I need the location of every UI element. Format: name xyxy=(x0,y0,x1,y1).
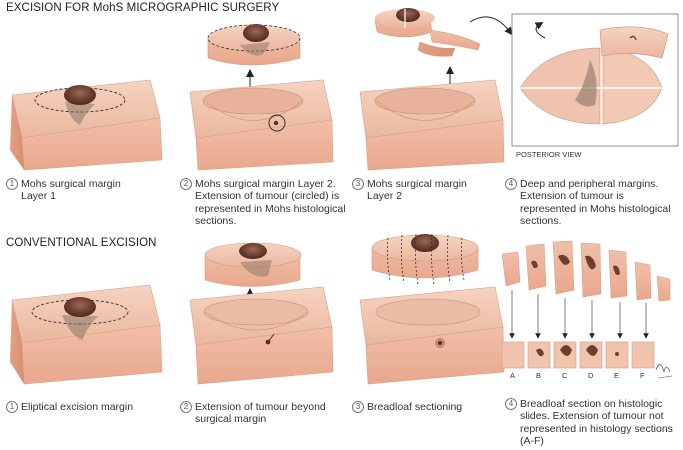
conventional-step1-block xyxy=(10,284,163,385)
artist-signature xyxy=(655,364,673,379)
mohs-step2 xyxy=(189,24,334,171)
mohs-step4-caption: 4 Deep and peripheral margins. Extension… xyxy=(505,178,677,228)
conventional-step4-caption: 4 Breadloaf section on histologic slides… xyxy=(505,398,677,448)
conventional-step3 xyxy=(359,233,505,385)
posterior-view-panel xyxy=(511,13,679,147)
mohs-step1-caption: 1 Mohs surgical margin Layer 1 xyxy=(6,178,126,203)
step-number: 4 xyxy=(505,178,517,190)
step-number: 1 xyxy=(6,401,18,413)
mohs-step3 xyxy=(359,8,513,171)
slide-label-c: C xyxy=(562,371,568,380)
tumour-icon xyxy=(64,85,96,105)
step-number: 4 xyxy=(505,398,517,410)
slide-label-b: B xyxy=(536,371,542,380)
slide-label-f: F xyxy=(640,371,645,380)
step-number: 2 xyxy=(180,178,192,190)
mohs-step1-block xyxy=(10,79,163,171)
conventional-step2-caption: 2 Extension of tumour beyond surgical ma… xyxy=(180,401,340,426)
conventional-step3-caption: 3 Breadloaf sectioning xyxy=(352,401,502,413)
mohs-section-title: EXCISION FOR MohS MICROGRAPHIC SURGERY xyxy=(6,2,280,14)
circled-extension-icon xyxy=(268,114,286,132)
slide-label-a: A xyxy=(510,371,516,380)
mohs-step3-caption: 3 Mohs surgical margin Layer 2 xyxy=(352,178,477,203)
histology-slides xyxy=(501,341,655,369)
step-number: 2 xyxy=(180,401,192,413)
step-number: 1 xyxy=(6,178,18,190)
mohs-step2-caption: 2 Mohs surgical margin Layer 2. Extensio… xyxy=(180,178,350,228)
conventional-step1-caption: 1 Eliptical excision margin xyxy=(6,401,166,413)
slide-label-d: D xyxy=(588,371,594,380)
conventional-step2 xyxy=(189,242,334,385)
step-number: 3 xyxy=(352,178,364,190)
posterior-view-label: POSTERIOR VIEW xyxy=(516,150,582,159)
breadloaf-slices xyxy=(501,240,671,339)
slide-label-e: E xyxy=(614,371,620,380)
conventional-section-title: CONVENTIONAL EXCISION xyxy=(6,237,157,249)
step-number: 3 xyxy=(352,401,364,413)
